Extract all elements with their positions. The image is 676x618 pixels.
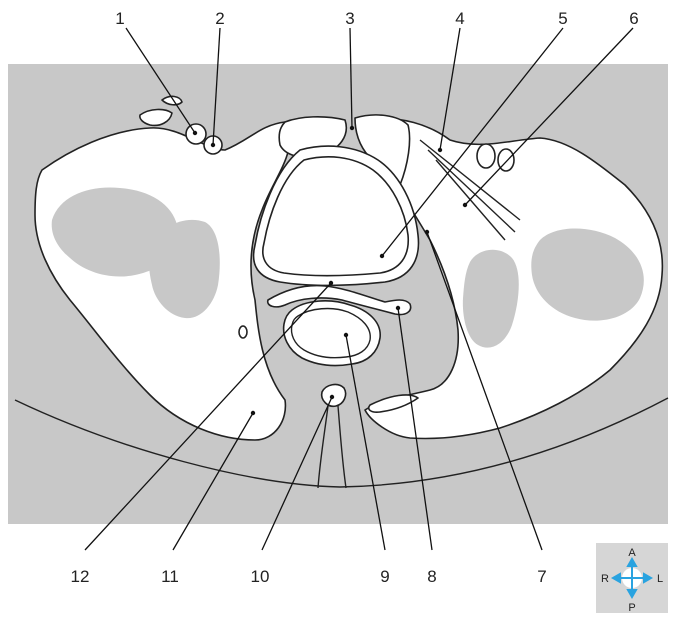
natal-cleft: [317, 405, 347, 489]
leader-line-6: [464, 27, 634, 206]
leader-dot-4: [437, 147, 443, 153]
leader-line-9: [345, 334, 386, 551]
seminal-vesicles: [266, 284, 412, 316]
leader-dot-3: [349, 125, 355, 131]
coccyx: [320, 383, 347, 408]
leader-dot-12: [328, 280, 334, 286]
orientation-compass: A P R L: [596, 543, 668, 614]
label-10: 10: [251, 567, 270, 586]
inguinal-tissue-right: [139, 108, 173, 127]
label-12: 12: [71, 567, 90, 586]
bladder-inner-wall: [262, 156, 409, 277]
label-9: 9: [380, 567, 389, 586]
label-7: 7: [537, 567, 546, 586]
leader-dot-5: [379, 253, 385, 259]
label-2: 2: [215, 9, 224, 28]
leader-line-4: [439, 27, 461, 151]
left-femoral-head-marrow: [531, 228, 644, 321]
leader-dot-7: [424, 229, 430, 235]
leader-dot-8: [395, 305, 401, 311]
left-acetabulum-marrow: [462, 249, 519, 348]
body-contour-line: [14, 397, 669, 488]
leader-dot-6: [462, 202, 468, 208]
label-4: 4: [455, 9, 464, 28]
orientation-arrows: [610, 556, 654, 600]
leader-line-3: [349, 27, 353, 129]
leader-dot-10: [329, 394, 335, 400]
left-gluteal-fragment: [367, 394, 419, 413]
orientation-left: L: [657, 573, 663, 585]
label-1: 1: [115, 9, 124, 28]
leader-line-5: [381, 27, 564, 257]
leader-dot-1: [192, 130, 198, 136]
small-vessel-right: [161, 95, 183, 106]
right-femoral-head-marrow: [51, 187, 179, 277]
leader-line-8: [397, 307, 433, 551]
leader-line-2: [212, 27, 221, 146]
leader-dot-11: [250, 410, 256, 416]
label-3: 3: [345, 9, 354, 28]
right-acetabulum-marrow: [148, 219, 220, 319]
leader-dot-2: [210, 142, 216, 148]
rectum-outer: [282, 300, 381, 367]
label-5: 5: [558, 9, 567, 28]
leader-line-11: [172, 412, 254, 551]
label-6: 6: [629, 9, 638, 28]
leader-line-7: [426, 231, 543, 551]
leader-line-10: [261, 396, 333, 551]
leader-line-1: [125, 27, 196, 134]
leader-line-12: [84, 282, 332, 551]
leader-dot-9: [343, 332, 349, 338]
orientation-right: R: [601, 573, 609, 585]
small-oval-structure: [238, 325, 248, 339]
left-femoral-vessel-a: [476, 143, 496, 169]
label-11: 11: [161, 567, 179, 586]
orientation-posterior: P: [628, 602, 635, 614]
orientation-anterior: A: [628, 547, 636, 559]
label-8: 8: [427, 567, 436, 586]
